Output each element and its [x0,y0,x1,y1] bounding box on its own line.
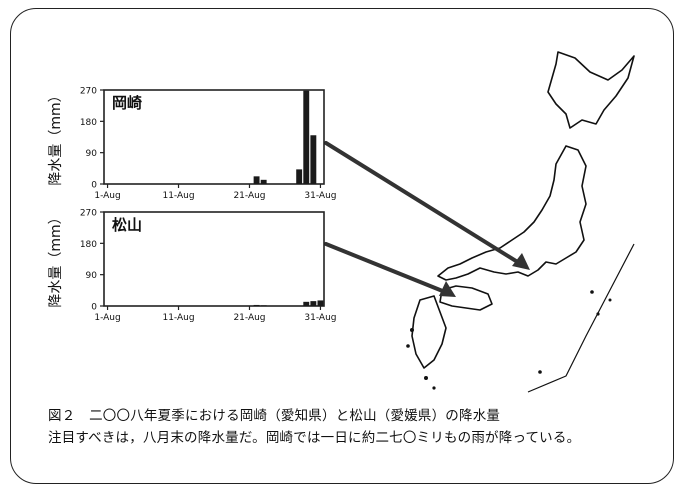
okazaki-chart: 岡崎 0 90 180 270 1-Aug 11-Aug 21-Aug 31-Aug 降水量（mm… [48,87,336,202]
x-tick-label: 21-Aug [233,191,265,201]
okazaki-pointer-head [512,253,530,270]
y-tick-label: 270 [80,87,97,97]
map-small-islands [406,290,612,390]
pointer-heads [439,253,530,297]
y-tick-label: 180 [80,240,97,250]
x-tick-label: 1-Aug [94,313,120,323]
bar-day-31 [317,300,324,306]
y-tick-label: 0 [91,303,97,313]
map-island-boundary [527,243,635,393]
japan-map [406,51,635,393]
y-tick-label: 180 [80,118,97,128]
bar-day-22 [253,176,260,184]
panel-label: 岡崎 [112,94,142,112]
map-honshu [437,145,587,281]
caption-note: 注目すべきは，八月末の降水量だ。岡崎では一日に約二七〇ミリもの雨が降っている。 [48,430,581,446]
y-axis-label: 降水量（mm） [48,210,64,307]
matsuyama-pointer-head [439,281,456,297]
x-tick-label: 31-Aug [304,191,336,201]
matsuyama-chart: 松山 0 90 180 270 1-Aug 11-Aug 21-Aug 31-Aug 降水量（mm… [48,209,336,324]
okazaki-pointer [324,141,526,268]
map-kyushu [411,295,447,369]
plot-area [103,89,325,185]
x-tick-label: 1-Aug [94,191,120,201]
y-tick-label: 270 [80,209,97,219]
bar-day-23 [260,305,267,306]
x-tick-label: 21-Aug [233,313,265,323]
map-shikoku [439,285,493,311]
matsuyama-pointer [324,242,452,296]
panel-label: 松山 [112,216,142,234]
y-tick-label: 0 [91,181,97,191]
bar-day-22 [253,304,260,306]
y-axis-label: 降水量（mm） [48,88,64,185]
x-tick-label: 31-Aug [304,313,336,323]
map-hokkaido [547,51,635,129]
bar-day-23 [260,179,267,184]
bar-day-28 [296,169,303,184]
y-tick-label: 90 [86,149,98,159]
x-tick-label: 11-Aug [162,191,194,201]
location-pointers [324,141,526,296]
x-tick-label: 11-Aug [162,313,194,323]
y-tick-label: 90 [86,271,98,281]
bar-day-29 [303,301,310,306]
bar-day-29 [303,90,310,184]
bar-day-30 [310,135,317,184]
bar-day-30 [310,301,317,306]
plot-area [103,211,325,307]
caption-title: 図２ 二〇〇八年夏季における岡崎（愛知県）と松山（愛媛県）の降水量 [48,408,501,424]
